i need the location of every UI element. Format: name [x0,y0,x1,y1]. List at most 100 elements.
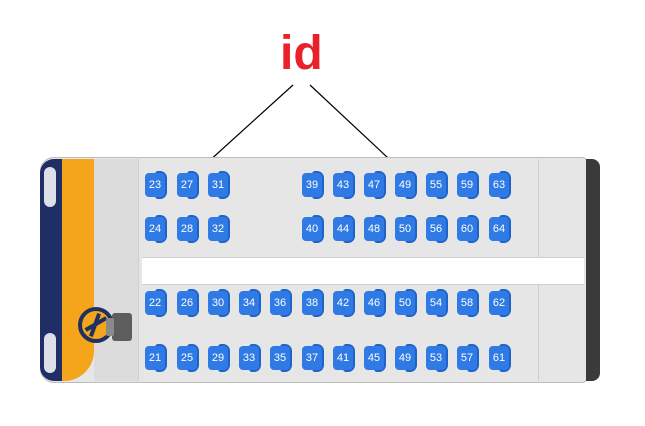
seat-cushion [270,291,290,315]
seat-53[interactable]: 53 [426,344,448,372]
seat-43[interactable]: 43 [333,171,355,199]
seat-47[interactable]: 47 [364,171,386,199]
seat-49[interactable]: 49 [395,171,417,199]
seat-54[interactable]: 54 [426,289,448,317]
bus-rear [586,159,600,381]
seat-46[interactable]: 46 [364,289,386,317]
seat-cushion [426,217,446,241]
seat-21[interactable]: 21 [145,344,167,372]
seat-44[interactable]: 44 [333,215,355,243]
seat-60[interactable]: 60 [457,215,479,243]
seat-38[interactable]: 38 [302,289,324,317]
seat-41[interactable]: 41 [333,344,355,372]
seat-number: 28 [180,223,194,235]
seat-64[interactable]: 64 [489,215,511,243]
seat-cushion [302,291,322,315]
seat-27[interactable]: 27 [177,171,199,199]
seat-number: 49 [398,352,412,364]
seat-cushion [395,173,415,197]
seat-number: 45 [367,352,381,364]
seat-49[interactable]: 49 [395,344,417,372]
seat-cushion [395,346,415,370]
seat-number: 29 [211,352,225,364]
seat-cushion [489,346,509,370]
seat-cushion [145,291,165,315]
seat-42[interactable]: 42 [333,289,355,317]
seat-number: 22 [148,297,162,309]
seat-50[interactable]: 50 [395,215,417,243]
seat-cushion [208,291,228,315]
seat-cushion [426,173,446,197]
seat-cushion [145,173,165,197]
seat-37[interactable]: 37 [302,344,324,372]
seat-cushion [239,291,259,315]
seat-number: 46 [367,297,381,309]
seat-number: 57 [460,352,474,364]
seat-28[interactable]: 28 [177,215,199,243]
cabin-divider [138,159,139,381]
seat-29[interactable]: 29 [208,344,230,372]
seat-number: 47 [367,179,381,191]
seat-30[interactable]: 30 [208,289,230,317]
seat-cushion [364,217,384,241]
seat-39[interactable]: 39 [302,171,324,199]
seat-59[interactable]: 59 [457,171,479,199]
seat-36[interactable]: 36 [270,289,292,317]
seat-48[interactable]: 48 [364,215,386,243]
seat-number: 26 [180,297,194,309]
seat-cushion [426,291,446,315]
seat-23[interactable]: 23 [145,171,167,199]
seat-cushion [333,173,353,197]
seat-22[interactable]: 22 [145,289,167,317]
seat-number: 60 [460,223,474,235]
seat-34[interactable]: 34 [239,289,261,317]
seat-number: 35 [273,352,287,364]
seat-50[interactable]: 50 [395,289,417,317]
seat-number: 50 [398,297,412,309]
seat-cushion [426,346,446,370]
seat-number: 55 [429,179,443,191]
seat-number: 50 [398,223,412,235]
seat-cushion [364,291,384,315]
seat-number: 27 [180,179,194,191]
seat-number: 48 [367,223,381,235]
seat-24[interactable]: 24 [145,215,167,243]
seat-cushion [489,173,509,197]
seat-31[interactable]: 31 [208,171,230,199]
seat-61[interactable]: 61 [489,344,511,372]
seat-57[interactable]: 57 [457,344,479,372]
seat-cushion [457,291,477,315]
seat-35[interactable]: 35 [270,344,292,372]
annotation-label: id [280,27,323,80]
seat-number: 64 [492,223,506,235]
seat-cushion [270,346,290,370]
seat-63[interactable]: 63 [489,171,511,199]
seat-cushion [333,217,353,241]
seat-45[interactable]: 45 [364,344,386,372]
seat-32[interactable]: 32 [208,215,230,243]
headlight-icon [44,167,56,207]
seat-cushion [145,346,165,370]
seat-33[interactable]: 33 [239,344,261,372]
seat-55[interactable]: 55 [426,171,448,199]
seat-58[interactable]: 58 [457,289,479,317]
seat-40[interactable]: 40 [302,215,324,243]
seat-cushion [177,217,197,241]
seat-number: 59 [460,179,474,191]
seat-26[interactable]: 26 [177,289,199,317]
seat-cushion [302,217,322,241]
rear-divider [538,159,539,257]
seat-25[interactable]: 25 [177,344,199,372]
seat-cushion [457,173,477,197]
seat-number: 41 [336,352,350,364]
seat-number: 56 [429,223,443,235]
seat-number: 33 [242,352,256,364]
seat-cushion [145,217,165,241]
seat-56[interactable]: 56 [426,215,448,243]
seat-cushion [364,346,384,370]
seat-62[interactable]: 62 [489,289,511,317]
seat-number: 61 [492,352,506,364]
bus-aisle [142,257,584,285]
seat-number: 30 [211,297,225,309]
bus-seat-map: 23 27 31 39 43 47 49 55 59 63 24 28 32 40 44 48 50 56 60 64… [40,157,600,383]
